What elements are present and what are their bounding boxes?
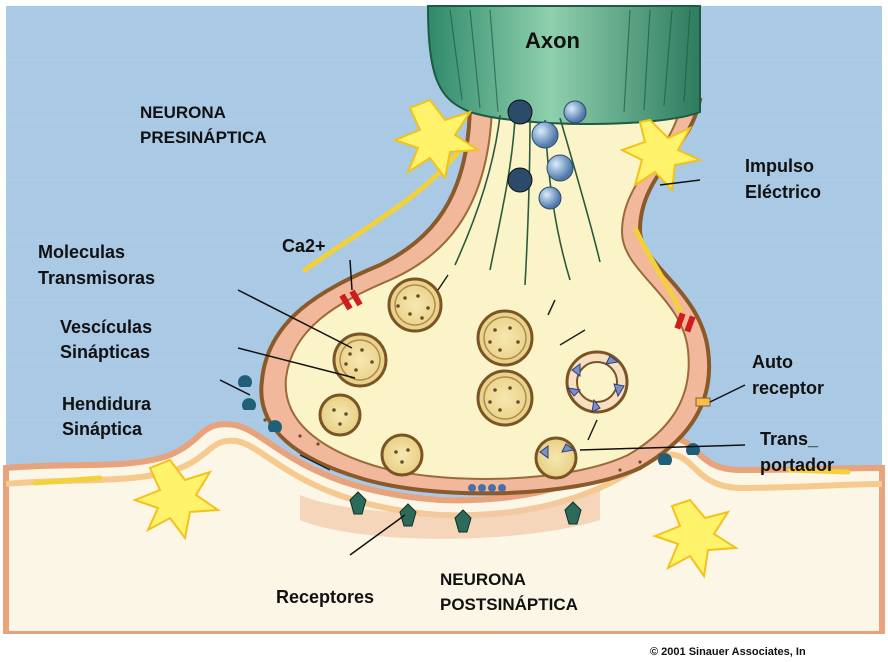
molecules-label-2: Transmisoras [38, 268, 155, 288]
vesicle-docked [320, 395, 360, 435]
transporter-label-2: portador [760, 455, 834, 475]
presynaptic-label: NEURONA [140, 103, 226, 122]
axon-label: Axon [525, 28, 580, 53]
vesicle [478, 311, 532, 365]
molecules-label: Moleculas [38, 242, 125, 262]
vesicle [334, 334, 386, 386]
autoreceptor-label-2: receptor [752, 378, 824, 398]
vesicle-recycling [567, 352, 627, 412]
axon [428, 6, 700, 124]
postsynaptic-label: NEURONA [440, 570, 526, 589]
vesicle [478, 371, 532, 425]
presynaptic-label-2: PRESINÁPTICA [140, 128, 267, 147]
calcium-label: Ca2+ [282, 236, 326, 256]
vesicle-fusing [382, 435, 422, 475]
postsynaptic-label-2: POSTSINÁPTICA [440, 595, 578, 614]
copyright-label: © 2001 Sinauer Associates, In [650, 646, 806, 658]
autoreceptor-label: Auto [752, 352, 793, 372]
vesicles-label: Vescículas [60, 317, 152, 337]
receptors-label: Receptores [276, 587, 374, 607]
transporter-label: Trans_ [760, 429, 819, 449]
vesicle-transporter [536, 438, 576, 478]
cleft-label-2: Sináptica [62, 419, 143, 439]
vesicles-label-2: Sinápticas [60, 342, 150, 362]
autoreceptor-marker [696, 398, 710, 406]
cleft-label: Hendidura [62, 394, 152, 414]
impulse-label-2: Eléctrico [745, 182, 821, 202]
impulse-label: Impulso [745, 156, 814, 176]
